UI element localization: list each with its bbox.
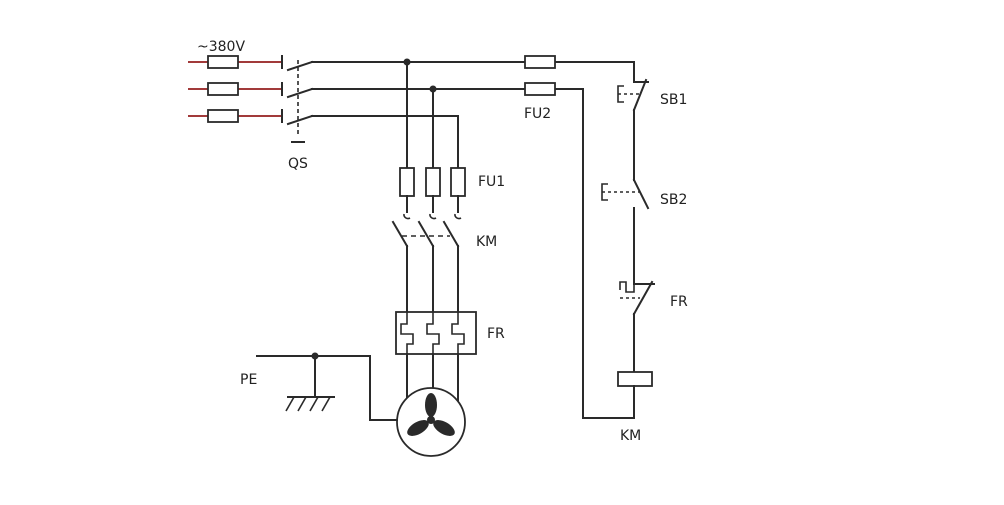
km-contacts-label: KM (476, 234, 497, 250)
km-coil (617, 371, 653, 387)
fu1-fuses (399, 167, 466, 197)
supply-fuse-l1 (207, 55, 239, 69)
fan-icon (407, 393, 455, 436)
qs-label: QS (288, 156, 308, 172)
sb1-label: SB1 (660, 92, 687, 108)
fr-heater-label: FR (487, 326, 505, 342)
supply-fuse-l3 (207, 109, 239, 123)
motor (396, 387, 466, 457)
supply-fuse-l2 (207, 82, 239, 96)
sb2-start-button (601, 178, 650, 210)
pe-ground (256, 352, 398, 421)
fu2-label: FU2 (524, 106, 551, 122)
pe-label: PE (240, 372, 257, 388)
sb2-label: SB2 (660, 192, 687, 208)
supply-input (188, 55, 282, 123)
fr-contact-label: FR (670, 294, 688, 310)
sb1-stop-button (617, 78, 649, 112)
fu1-label: FU1 (478, 174, 505, 190)
km-main-contacts (391, 220, 460, 248)
supply-voltage-label: ~380V (197, 39, 245, 55)
fu2-fuses (524, 55, 556, 96)
km-coil-label: KM (620, 428, 641, 444)
qs-switch (281, 55, 314, 143)
fr-thermal-relay (395, 311, 477, 355)
fr-contact (619, 280, 655, 316)
